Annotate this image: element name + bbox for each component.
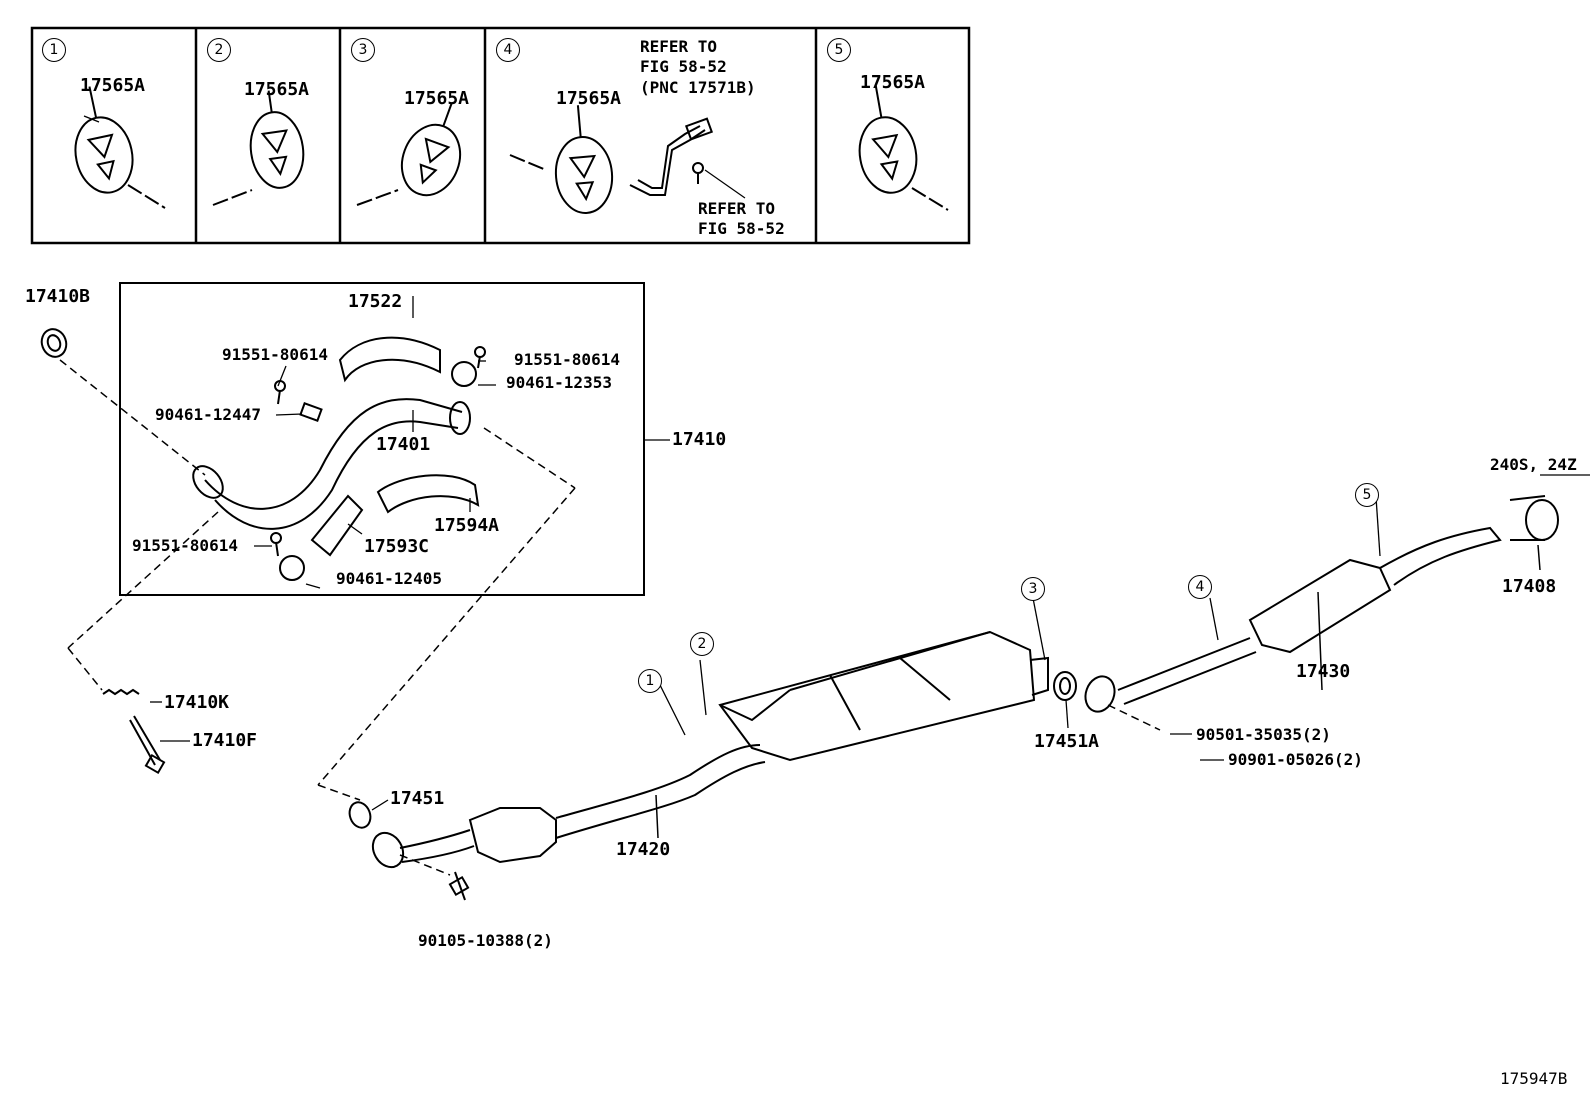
hanger-rubber-illustrations [74,85,949,214]
part-17430: 17430 [1296,661,1351,682]
part-17420: 17420 [616,839,671,860]
part-90461-12353: 90461-12353 [506,373,612,392]
callout-3: 3 [1021,577,1045,601]
part-17593C: 17593C [364,536,430,557]
inset-4-note-top-1: REFER TO [640,37,718,56]
part-17410B: 17410B [25,286,91,307]
figure-id: 175947B [1500,1069,1568,1088]
gasket-and-fasteners [40,328,470,901]
tail-pipe-17430 [1084,495,1559,713]
inset-3-marker: 3 [351,38,375,62]
front-pipe-17401 [192,336,486,581]
inset-4-note-top-2: FIG 58-52 [640,57,727,76]
part-90461-12447: 90461-12447 [155,405,261,424]
callout-2: 2 [690,632,714,656]
part-17451: 17451 [390,788,445,809]
part-17410: 17410 [672,429,727,450]
part-90105-10388: 90105-10388(2) [418,931,553,950]
part-91551-80614-b: 91551-80614 [514,350,620,369]
inset-frames [30,26,971,245]
center-muffler [718,630,1077,762]
inset-2-marker: 2 [207,38,231,62]
leader-lines [83,115,1590,811]
inset-4-note-top-3: (PNC 17571B) [640,78,756,97]
part-90501-35035: 90501-35035(2) [1196,725,1331,744]
part-17410F: 17410F [192,730,258,751]
inset-5-marker: 5 [827,38,851,62]
part-90461-12405: 90461-12405 [336,569,442,588]
part-90901-05026: 90901-05026(2) [1228,750,1363,769]
part-17401: 17401 [376,434,431,455]
part-17522: 17522 [348,291,403,312]
part-91551-80614-a: 91551-80614 [222,345,328,364]
center-pipe-17420 [371,744,766,869]
variant-label: 240S, 24Z [1490,455,1577,474]
part-17451A: 17451A [1034,731,1100,752]
inset-1-marker: 1 [42,38,66,62]
inset-5-part-label: 17565A [860,72,926,93]
callout-1: 1 [638,669,662,693]
part-17594A: 17594A [434,515,500,536]
inset-4-note-bottom-2: FIG 58-52 [698,219,785,238]
inset-3-part-label: 17565A [404,88,470,109]
callout-5: 5 [1355,483,1379,507]
front-pipe-assembly-box [119,282,645,596]
inset-2-part-label: 17565A [244,79,310,100]
inset-4-marker: 4 [496,38,520,62]
part-91551-80614-c: 91551-80614 [132,536,238,555]
dashed-leaders [59,359,1161,876]
inset-4-part-label: 17565A [556,88,622,109]
inset-1-part-label: 17565A [80,75,146,96]
part-17410K: 17410K [164,692,230,713]
part-17408: 17408 [1502,576,1557,597]
callout-4: 4 [1188,575,1212,599]
inset-4-note-bottom-1: REFER TO [698,199,776,218]
